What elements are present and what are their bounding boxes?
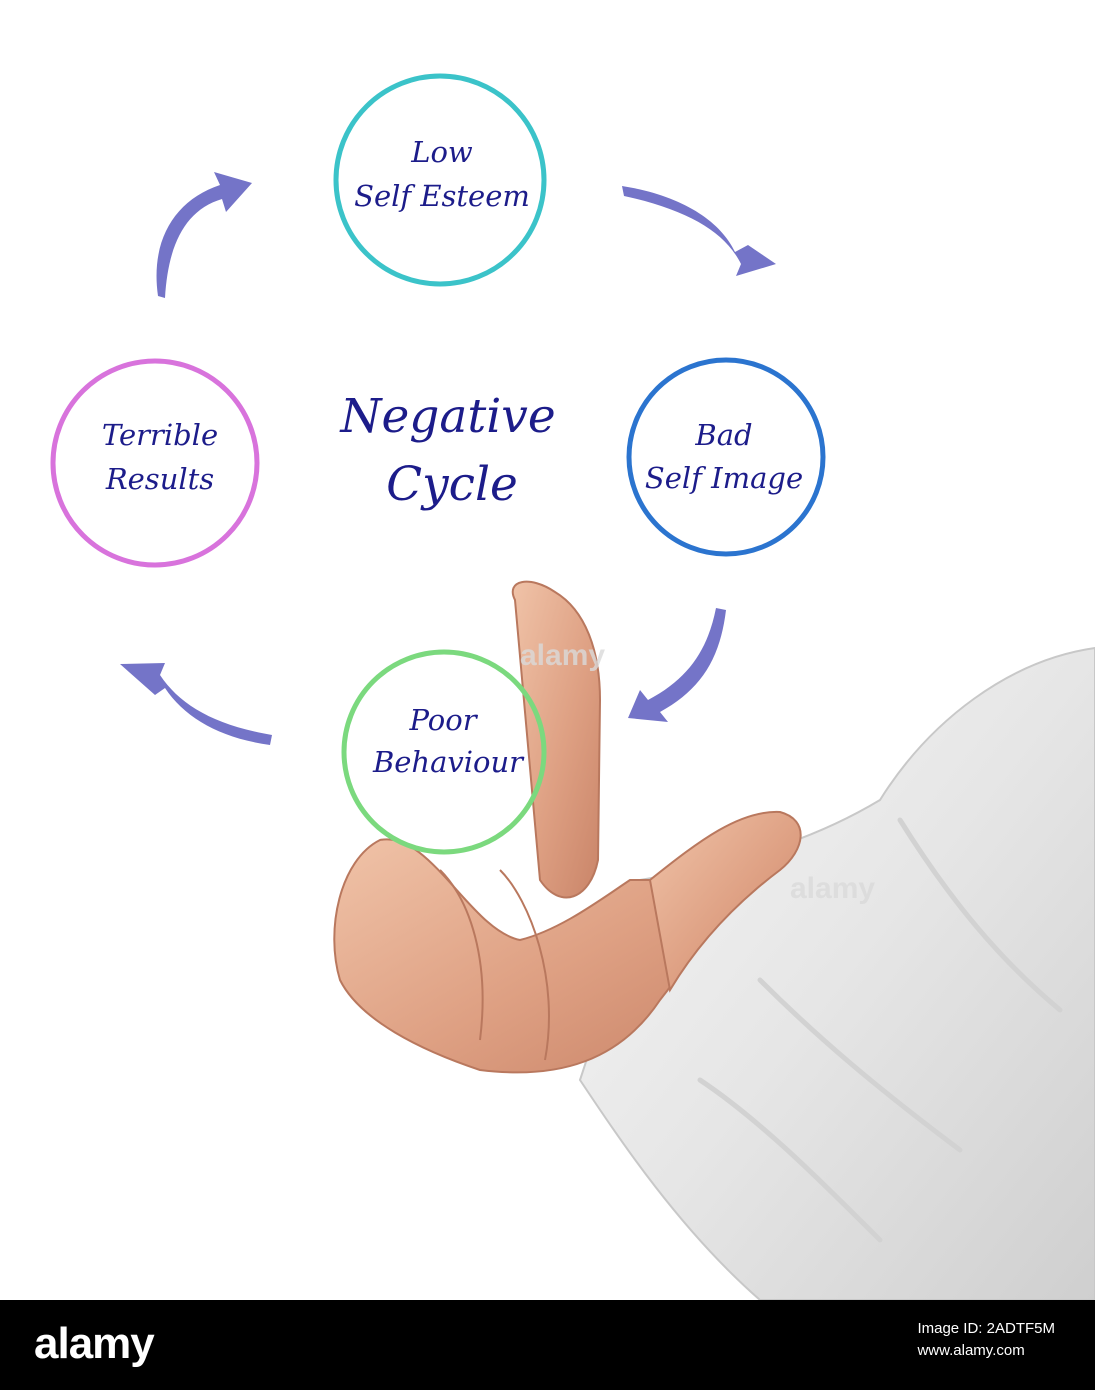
terrible-results-circle [50, 358, 260, 568]
low-self-esteem-label-2: Self Esteem [354, 179, 530, 213]
sleeve-fold [697, 817, 1063, 1243]
footer-image-info: Image ID: 2ADTF5M www.alamy.com [917, 1318, 1055, 1362]
watermark-2: alamy [790, 872, 875, 905]
center-title-line-1: Negative [339, 389, 555, 444]
pointing-hand [333, 580, 802, 1074]
poor-behaviour-label-2: Behaviour [372, 745, 525, 779]
arrow-image-to-behaviour [628, 608, 726, 722]
low-self-esteem-circle [333, 73, 547, 287]
footer-logo: alamy [34, 1319, 155, 1368]
footer-url: www.alamy.com [917, 1342, 1025, 1359]
negative-cycle-diagram: Low Self Esteem Bad Self Image Poor Beha… [50, 73, 1095, 1300]
bad-self-image-circle [626, 357, 826, 557]
watermark-1: alamy [520, 639, 605, 672]
bad-self-image-label-2: Self Image [645, 461, 803, 495]
footer-image-id: Image ID: 2ADTF5M [917, 1320, 1055, 1337]
arrow-results-to-esteem [156, 172, 252, 298]
low-self-esteem-label-1: Low [410, 135, 473, 169]
bad-self-image-label-1: Bad [694, 418, 752, 452]
cycle-arrows [120, 172, 776, 745]
footer-bar: alamy Image ID: 2ADTF5M www.alamy.com [0, 1300, 1095, 1390]
terrible-results-label-1: Terrible [102, 418, 218, 452]
terrible-results-label-2: Results [105, 462, 214, 496]
poor-behaviour-label-1: Poor [408, 703, 478, 737]
cycle-nodes [50, 73, 826, 855]
poor-behaviour-circle [341, 649, 547, 855]
arrow-esteem-to-image [622, 186, 776, 276]
diagram-stage: Low Self Esteem Bad Self Image Poor Beha… [50, 73, 1095, 1300]
arrow-behaviour-to-results [120, 663, 272, 745]
center-title-line-2: Cycle [386, 457, 518, 512]
